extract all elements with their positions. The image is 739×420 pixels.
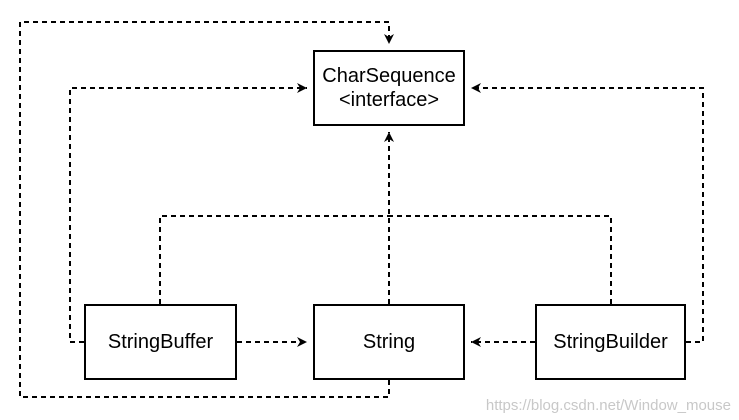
edge-stringbuffer-branch — [159, 215, 389, 304]
edge-stringbuilder-branch — [389, 215, 612, 304]
charsequence-stereotype: <interface> — [338, 89, 440, 111]
stringbuilder-name: StringBuilder — [553, 331, 668, 353]
stringbuffer-name: StringBuffer — [107, 331, 214, 353]
stringbuffer-node: StringBuffer — [84, 304, 237, 380]
stringbuilder-node: StringBuilder — [535, 304, 686, 380]
charsequence-name: CharSequence — [322, 65, 456, 87]
watermark: https://blog.csdn.net/Window_mouse — [485, 397, 731, 414]
string-node: String — [313, 304, 465, 380]
edge-stringbuilder-to-charsequence — [471, 83, 704, 343]
charsequence-node: CharSequence <interface> — [313, 50, 465, 126]
string-name: String — [362, 331, 416, 353]
